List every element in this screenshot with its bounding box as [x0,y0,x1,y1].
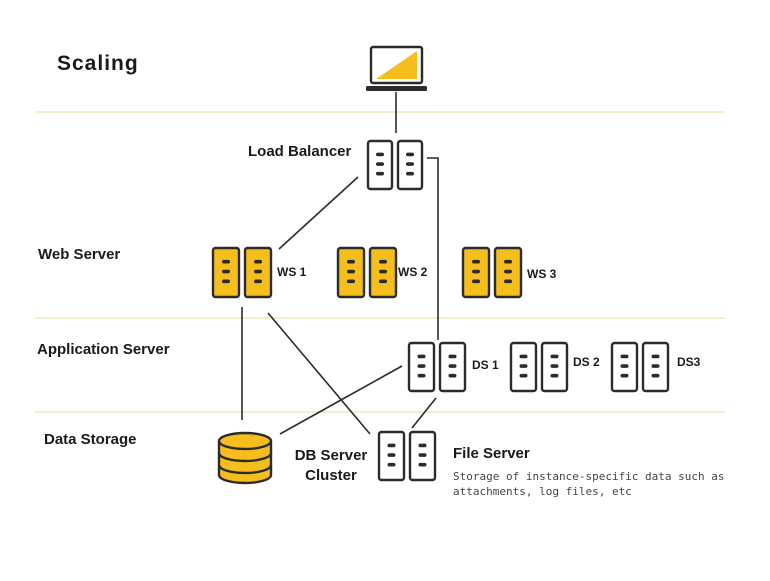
server-led [550,373,559,378]
server-led [418,462,427,467]
ws2-server-icon [336,246,398,299]
server-led [347,259,355,264]
server-led [406,162,414,166]
server-led [379,269,387,274]
server-led [376,171,384,176]
server-led [651,354,660,359]
laptop-base [366,86,427,91]
server-led [504,269,512,274]
server-led [347,269,355,274]
ws1-label: WS 1 [277,265,307,279]
server-led [448,364,457,368]
data-storage-tier-label: Data Storage [44,431,137,448]
connector-ds1-to-db [279,365,403,435]
server-led [254,279,262,284]
application-server-tier-label: Application Server [37,341,170,358]
ws1-server-icon [211,246,273,299]
server-led [620,354,629,359]
server-led [519,354,528,359]
server-led [222,279,230,284]
connector-lb-to-ds1 [427,157,439,340]
server-led [472,269,480,274]
server-led [550,354,559,359]
server-led [651,364,660,368]
connectors [241,92,439,435]
server-led [376,162,384,166]
server-led [379,279,387,284]
db-server-label: DB Server [294,447,368,464]
load-balancer-icon [366,139,424,191]
server-led [651,373,660,378]
server-led [519,364,528,368]
server-led [418,443,427,448]
database-band [217,452,273,463]
ws2-label: WS 2 [398,265,428,279]
database-icon [217,431,273,485]
file-server-label: File Server [453,445,530,462]
server-led [472,279,480,284]
connector-ws1-to-file-server [267,312,371,435]
page-title: Scaling [57,52,139,75]
tier-dividers [35,111,725,413]
database-band [217,464,273,475]
server-led [550,364,559,368]
server-led [406,171,414,176]
server-led [620,373,629,378]
ws3-label: WS 3 [527,267,557,281]
server-led [379,259,387,264]
server-led [387,443,396,448]
server-led [519,373,528,378]
server-led [448,354,457,359]
connector-lb-to-ws1 [278,176,359,250]
server-led [504,279,512,284]
server-led [222,269,230,274]
ds1-server-icon [407,341,467,393]
ds2-server-icon [509,341,569,393]
server-led [222,259,230,264]
server-led [406,152,414,157]
ds1-label: DS 1 [472,358,499,372]
web-server-tier-label: Web Server [38,246,121,263]
database-top [217,431,273,451]
file-server-icon [377,430,437,482]
server-led [418,453,427,457]
ds3-server-icon [610,341,670,393]
server-led [254,259,262,264]
db-cluster-label: Cluster [305,467,357,484]
server-led [254,269,262,274]
server-led [417,354,426,359]
connector-ds1-to-file-server [411,397,437,429]
server-led [387,453,396,457]
ws3-server-icon [461,246,523,299]
laptop-screen-fill [376,51,417,79]
server-led [387,462,396,467]
server-led [376,152,384,157]
server-led [472,259,480,264]
laptop-icon [366,45,427,91]
ds3-label: DS3 [677,355,701,369]
server-led [417,373,426,378]
icons [211,45,670,485]
load-balancer-label: Load Balancer [248,143,352,160]
server-led [448,373,457,378]
server-led [417,364,426,368]
server-led [347,279,355,284]
file-server-description: Storage of instance-specific data such a… [453,470,725,498]
ds2-label: DS 2 [573,355,600,369]
server-led [504,259,512,264]
server-led [620,364,629,368]
